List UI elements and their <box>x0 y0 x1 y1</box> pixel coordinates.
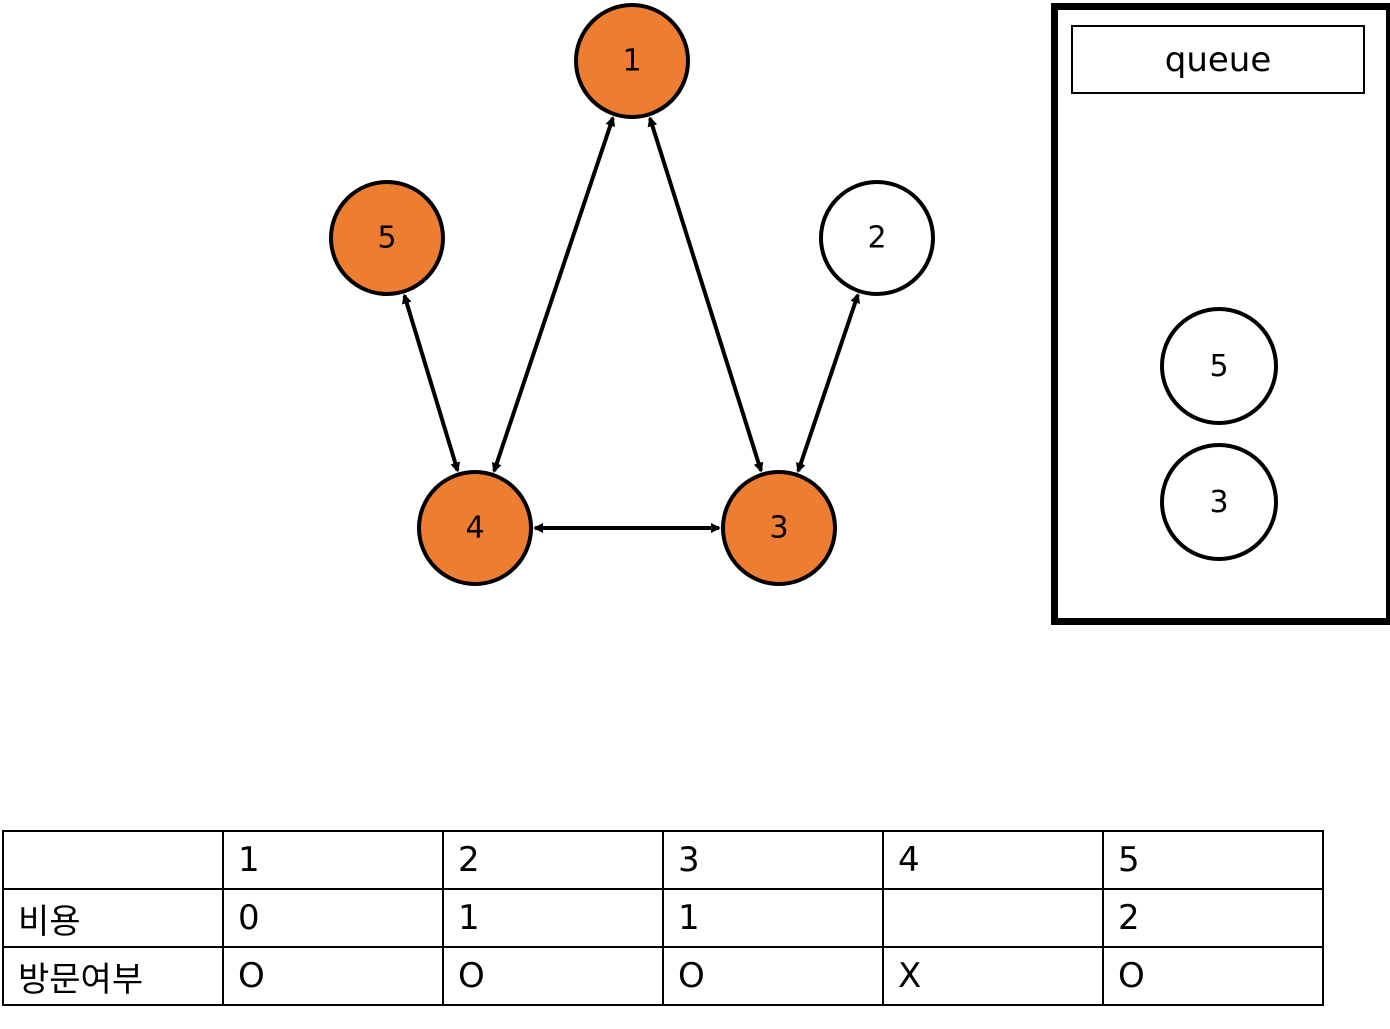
node-circle <box>721 470 837 586</box>
queue-item-node: 3 <box>1160 443 1278 561</box>
node-circle <box>574 3 690 119</box>
queue-title: queue <box>1071 25 1365 94</box>
table-header-cell: 4 <box>882 830 1104 890</box>
node-label: 3 <box>769 511 788 546</box>
node-label: 2 <box>867 221 886 256</box>
table-cell: 1 <box>442 888 664 948</box>
table-cell: X <box>882 946 1104 1006</box>
table-row-cost: 비용 0 1 1 2 <box>2 888 1324 948</box>
edge-1-4 <box>491 115 616 474</box>
node-circle <box>417 470 533 586</box>
edge-1-3 <box>647 116 764 473</box>
queue-container <box>1051 3 1390 625</box>
graph-node-4: 4 <box>417 470 533 586</box>
node-label: 4 <box>465 511 484 546</box>
table-cell: O <box>222 946 444 1006</box>
table-cell: 2 <box>1102 888 1324 948</box>
table-header-cell: 5 <box>1102 830 1324 890</box>
graph-node-5: 5 <box>329 180 445 296</box>
graph-diagram: 1 2 3 4 5 <box>329 3 935 586</box>
table-header-cell <box>2 830 224 890</box>
table-cell: 0 <box>222 888 444 948</box>
info-table: 1 2 3 4 5 비용 0 1 1 2 방문여부 O O O X O <box>2 830 1324 1006</box>
node-circle <box>819 180 935 296</box>
graph-node-2: 2 <box>819 180 935 296</box>
table-cell: O <box>1102 946 1324 1006</box>
edge-5-4 <box>401 293 461 473</box>
table-cell <box>882 888 1104 948</box>
table-header-cell: 2 <box>442 830 664 890</box>
edges-layer <box>401 115 860 533</box>
table-header-row: 1 2 3 4 5 <box>2 830 1324 890</box>
table-cell: O <box>662 946 884 1006</box>
queue-item-node: 5 <box>1160 307 1278 425</box>
row-label-cost: 비용 <box>2 888 224 948</box>
graph-node-3: 3 <box>721 470 837 586</box>
graph-node-1: 1 <box>574 3 690 119</box>
table-cell: O <box>442 946 664 1006</box>
row-label-visited: 방문여부 <box>2 946 224 1006</box>
node-label: 1 <box>622 44 641 79</box>
table-row-visited: 방문여부 O O O X O <box>2 946 1324 1006</box>
node-label: 5 <box>377 221 396 256</box>
table-header-cell: 3 <box>662 830 884 890</box>
table-header-cell: 1 <box>222 830 444 890</box>
table-cell: 1 <box>662 888 884 948</box>
node-circle <box>329 180 445 296</box>
edge-2-3 <box>796 292 860 474</box>
nodes-layer: 1 2 3 4 5 <box>329 3 935 586</box>
